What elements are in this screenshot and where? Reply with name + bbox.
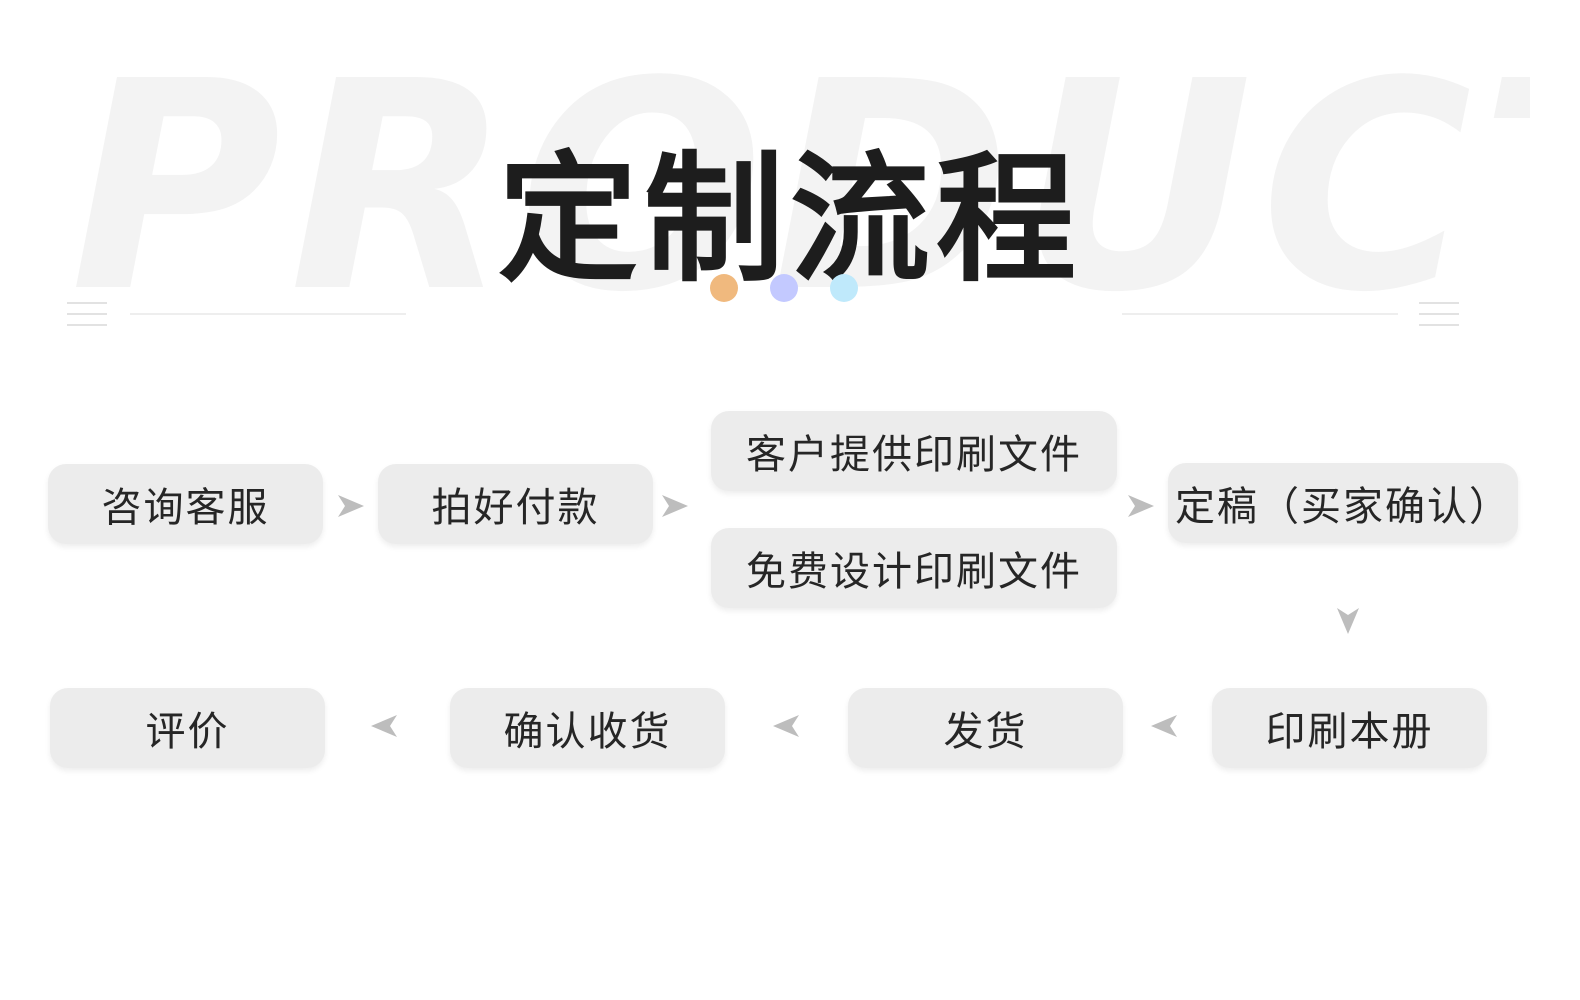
step-pay: 拍好付款 xyxy=(378,464,653,544)
decor-dot-orange xyxy=(710,274,738,302)
decor-dot-blue xyxy=(830,274,858,302)
step-free-design: 免费设计印刷文件 xyxy=(711,528,1117,608)
step-print: 印刷本册 xyxy=(1212,688,1487,768)
arrow-right-icon-2 xyxy=(661,492,689,520)
three-lines-icon-left xyxy=(67,300,107,328)
arrow-right-icon-1 xyxy=(337,492,365,520)
arrow-down-icon xyxy=(1334,607,1362,635)
three-lines-icon-right xyxy=(1419,300,1459,328)
arrow-left-icon-1 xyxy=(1150,712,1178,740)
step-confirm-receipt: 确认收货 xyxy=(450,688,725,768)
step-ship: 发货 xyxy=(848,688,1123,768)
arrow-left-icon-2 xyxy=(772,712,800,740)
decor-dot-purple xyxy=(770,274,798,302)
arrow-right-icon-3 xyxy=(1127,492,1155,520)
step-provide-file: 客户提供印刷文件 xyxy=(711,411,1117,491)
step-finalize: 定稿（买家确认） xyxy=(1168,463,1518,543)
divider-right xyxy=(1122,313,1398,315)
product-watermark: PRODUCT xyxy=(70,48,1530,328)
arrow-left-icon-3 xyxy=(370,712,398,740)
page-title: 定制流程 xyxy=(497,138,1082,302)
step-consult: 咨询客服 xyxy=(48,464,323,544)
step-review: 评价 xyxy=(50,688,325,768)
divider-left xyxy=(130,313,406,315)
